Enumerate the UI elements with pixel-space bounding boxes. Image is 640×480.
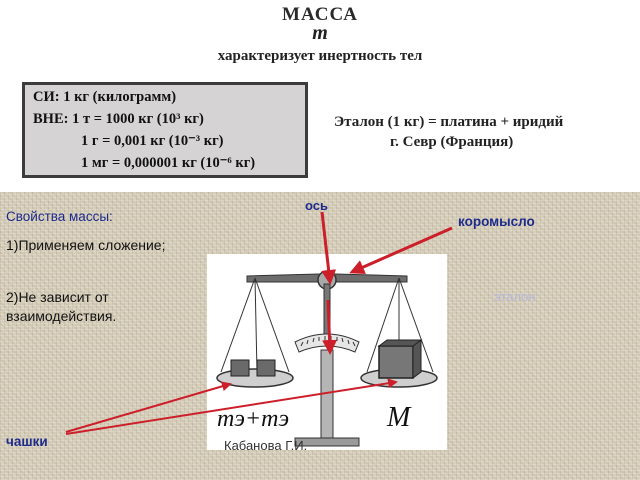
units-line-milligram: 1 мг = 0,000001 кг (10⁻⁶ кг) xyxy=(81,155,256,171)
author-credit: Кабанова Г.И. xyxy=(224,438,308,453)
axis-label: ось xyxy=(305,198,328,213)
pans-label: чашки xyxy=(6,434,48,449)
page-subtitle: характеризует инертность тел xyxy=(217,48,423,64)
right-string-a xyxy=(366,277,400,373)
properties-title: Свойства массы: xyxy=(6,209,113,224)
beam-arrow xyxy=(349,226,453,275)
etalon-composition: Эталон (1 кг) = платина + иридий xyxy=(334,114,564,130)
units-box: СИ: 1 кг (килограмм) ВНЕ: 1 т = 1000 кг … xyxy=(22,82,308,178)
weight-cube-1 xyxy=(230,359,250,377)
left-string-b xyxy=(254,277,258,373)
units-line-gram: 1 г = 0,001 кг (10⁻³ кг) xyxy=(81,133,224,149)
stand-base xyxy=(294,437,360,447)
left-pan-arrow xyxy=(65,381,232,433)
property-addition: 1)Применяем сложение; xyxy=(6,237,166,253)
units-line-si: СИ: 1 кг (килограмм) xyxy=(33,89,177,105)
scale-ticks xyxy=(300,336,356,347)
etalon-faint-label: эталон xyxy=(494,289,536,304)
left-string-a xyxy=(220,277,256,373)
right-pan-arrow xyxy=(65,378,398,435)
right-pan-formula: M xyxy=(386,402,412,433)
mass-symbol: m xyxy=(312,22,328,44)
header-panel: МАССА m характеризует инертность тел СИ:… xyxy=(0,0,640,192)
etalon-location: г. Севр (Франция) xyxy=(390,134,514,150)
units-line-ton: ВНЕ: 1 т = 1000 кг (10³ кг) xyxy=(33,111,204,127)
pointer-arrow xyxy=(322,299,338,355)
weight-cube-2 xyxy=(256,359,276,377)
axis-arrow xyxy=(320,211,337,285)
left-pan-formula: mэ+mэ xyxy=(217,406,289,432)
beam-label: коромысло xyxy=(458,214,535,229)
left-string-c xyxy=(254,277,290,373)
right-string-c xyxy=(398,277,434,373)
body-cube-shade xyxy=(377,339,423,379)
page-title: МАССА xyxy=(282,4,358,25)
property-independence: 2)Не зависит от взаимодействия. xyxy=(6,289,117,324)
